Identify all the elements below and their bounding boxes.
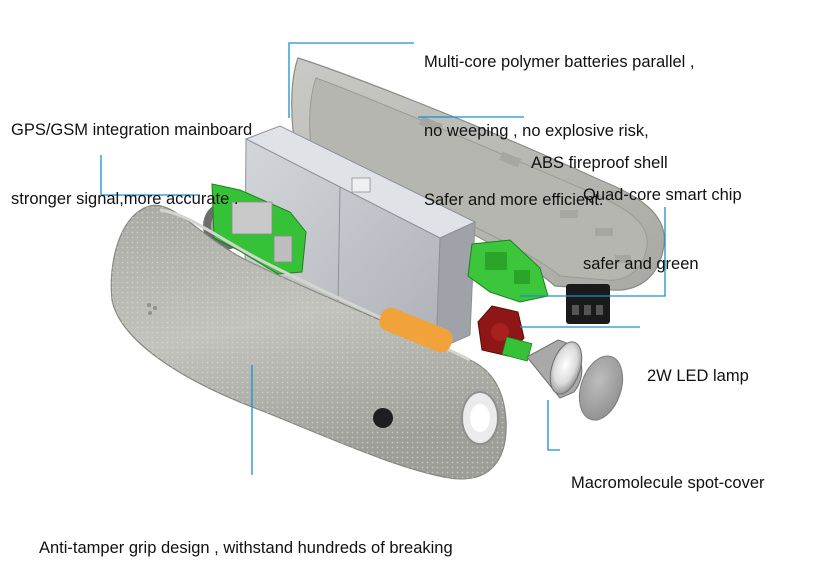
indicator-strip	[379, 307, 453, 353]
label-cover-line-1: Macromolecule spot-cover	[571, 474, 765, 492]
leader-cover	[547, 400, 560, 451]
label-abs: ABS fireproof shell	[531, 106, 668, 198]
label-led-line-1: 2W LED lamp	[647, 367, 749, 385]
gps-mainboard	[203, 183, 307, 275]
spot-cover-lens	[578, 355, 624, 421]
label-batteries-line-1: Multi-core polymer batteries parallel ,	[424, 53, 695, 71]
top-shell	[291, 57, 665, 291]
label-batteries: Multi-core polymer batteries parallel , …	[424, 5, 695, 235]
label-gps-line-2: stronger signal,more accurate .	[11, 190, 239, 208]
label-gps-line-1: GPS/GSM integration mainboard	[11, 121, 253, 139]
label-cover: Macromolecule spot-cover	[571, 426, 765, 518]
battery-pack	[244, 125, 477, 351]
label-abs-line-1: ABS fireproof shell	[531, 154, 668, 172]
leader-chip	[520, 207, 666, 297]
led-lamp	[477, 305, 533, 362]
label-batteries-line-3: Safer and more efficient.	[424, 191, 604, 209]
sos-button	[373, 408, 393, 428]
leader-gps	[100, 155, 200, 196]
label-chip-line-2: safer and green	[583, 255, 699, 273]
label-chip: Quad-core smart chip safer and green	[583, 138, 742, 299]
exploded-view-diagram	[100, 42, 666, 480]
label-grip: Anti-tamper grip design , withstand hund…	[39, 491, 453, 583]
label-batteries-line-2: no weeping , no explosive risk,	[424, 122, 649, 140]
leader-lines	[100, 42, 666, 475]
label-led: 2W LED lamp	[647, 319, 749, 411]
chip-connector	[566, 284, 610, 324]
label-chip-line-1: Quad-core smart chip	[583, 186, 742, 204]
label-gps: GPS/GSM integration mainboard stronger s…	[11, 73, 252, 234]
reflector-cup	[526, 339, 583, 399]
leader-batteries	[288, 42, 414, 118]
chip-board	[467, 239, 549, 303]
bottom-shell	[110, 204, 507, 480]
label-grip-line-1: Anti-tamper grip design , withstand hund…	[39, 539, 453, 557]
